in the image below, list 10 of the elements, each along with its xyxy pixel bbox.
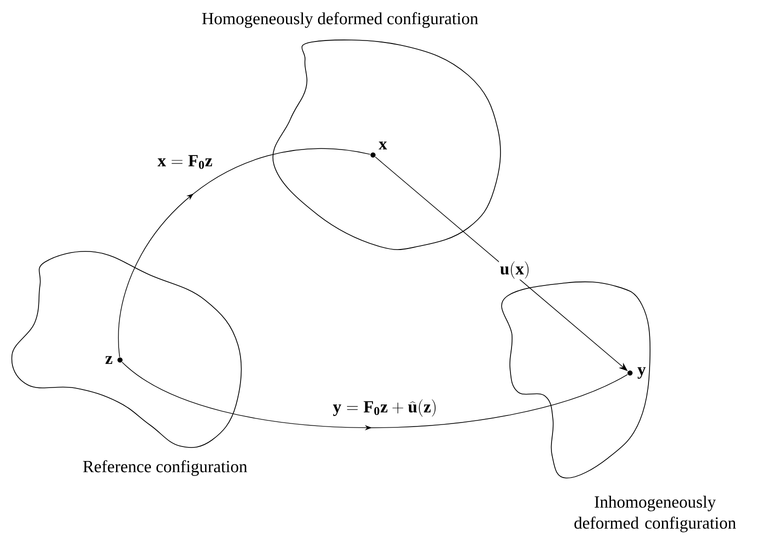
- edge-label: $\mathbf{x}=\mathbf{F}_{\mathbf{0}}\mathbf{z}$: [156, 154, 214, 170]
- point-label: $\mathbf{x}$: [378, 142, 388, 150]
- point-label: $\mathbf{y}$: [638, 367, 646, 379]
- edge-label: $\mathbf{y}=\mathbf{F}_{\mathbf{0}}\mathbf{z}+\widehat{\mathbf{u}}(\mathbf{z})$: [332, 398, 438, 418]
- region-caption: Homogeneously deformed configuration: [202, 12, 478, 28]
- region-caption: Inhomogeneously deformed configuration: [574, 496, 736, 532]
- edge-label: $\mathbf{u}(\mathbf{x})$: [498, 260, 532, 280]
- region-caption: Reference configuration: [83, 460, 248, 476]
- arrow: [118, 148, 370, 358]
- point-label: $\mathbf{z}$: [105, 356, 112, 364]
